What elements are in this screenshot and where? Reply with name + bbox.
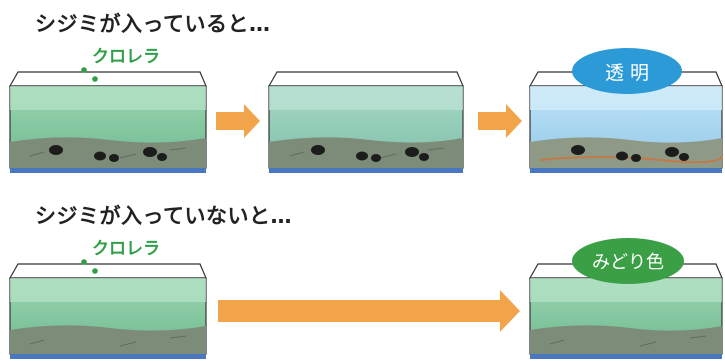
tank-green-with-clams (10, 72, 206, 173)
tank-green-without-clams (10, 264, 206, 359)
algae-dot (81, 259, 87, 265)
algae-dot (81, 67, 87, 73)
result-bubble-clear: 透 明 (572, 48, 682, 94)
arrow-right (216, 104, 260, 138)
algae-dot (92, 76, 98, 82)
algae-dot (92, 268, 98, 274)
result-bubble-green: みどり色 (572, 238, 684, 284)
arrow-right (478, 104, 522, 138)
arrow-right-long (218, 290, 520, 332)
tank-intermediate (269, 72, 463, 173)
